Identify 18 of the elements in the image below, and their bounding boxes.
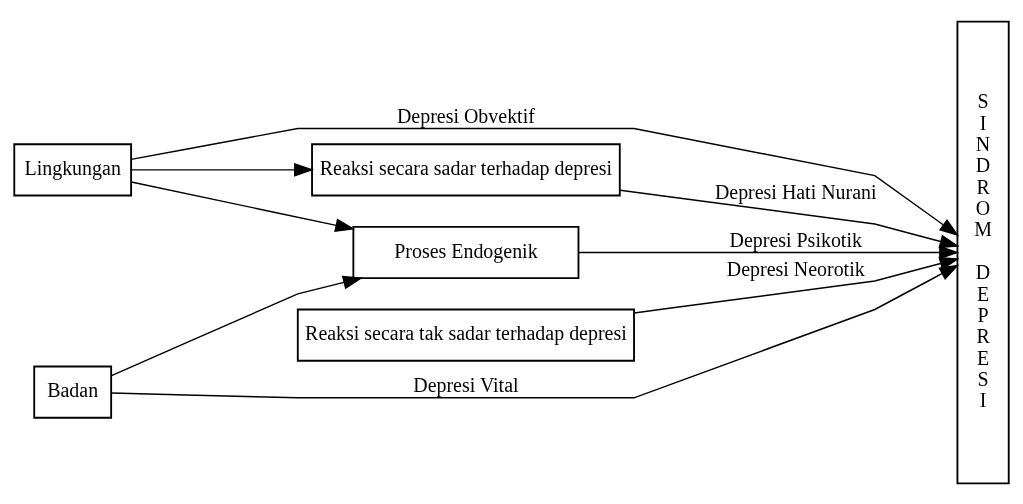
arrow: [110, 263, 960, 399]
node-box: Reaksi secara sadar terhadap depresi: [311, 142, 621, 196]
node-box: Reaksi secara tak sadar terhadap depresi: [296, 308, 635, 362]
node-box: Badan: [33, 365, 113, 419]
edge-label: Depresi Hati Nurani: [714, 180, 877, 203]
edge-label: Depresi Vital: [413, 373, 519, 396]
arrow: [130, 127, 960, 236]
node-box: SINDROM DEPRESI: [956, 20, 1010, 484]
arrow: [110, 275, 363, 376]
arrow: [130, 162, 314, 177]
node-box: Proses Endogenik: [352, 225, 580, 279]
edge-label: Depresi Obvektif: [396, 104, 535, 127]
arrow: [130, 180, 356, 232]
arrow: [619, 188, 960, 248]
edge-label: Depresi Neorotik: [726, 257, 865, 280]
node-box: Lingkungan: [13, 142, 133, 196]
edge-label: Depresi Psikotik: [729, 228, 862, 251]
arrow: [578, 245, 960, 259]
